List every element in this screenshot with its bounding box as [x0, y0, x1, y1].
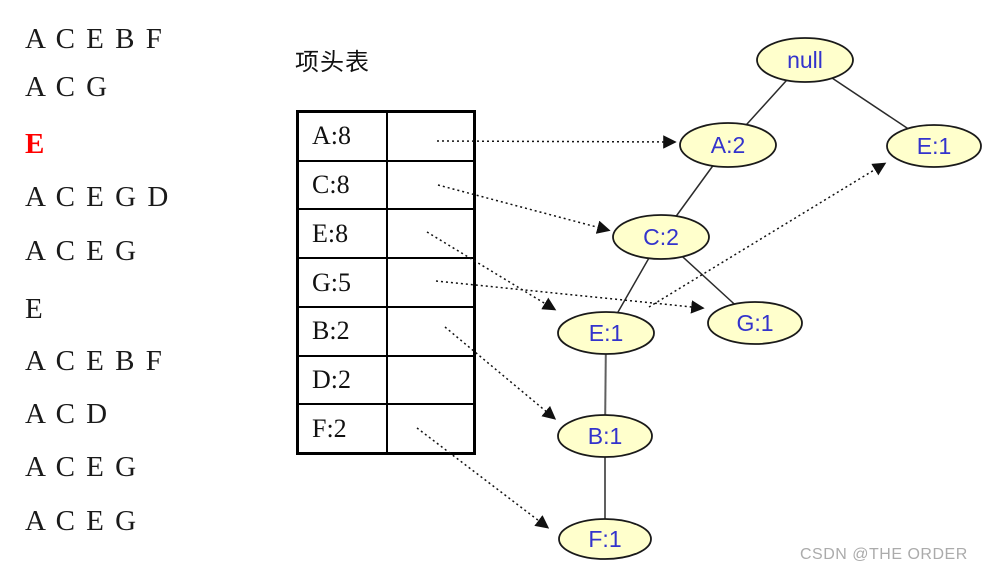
node-label: F:1	[588, 526, 621, 552]
watermark-text: CSDN @THE ORDER	[800, 546, 968, 563]
tree-node-g1: G:1	[707, 301, 803, 345]
item-cell: A:8	[299, 113, 388, 160]
node-label: C:2	[643, 224, 679, 250]
tree-edge-null-e1	[804, 59, 935, 147]
node-ellipse	[679, 122, 777, 168]
transaction-line: E	[25, 293, 45, 325]
item-cell: C:8	[299, 161, 388, 209]
link-cell	[388, 259, 473, 306]
transaction-line: A C E G	[25, 505, 139, 537]
item-cell: E:8	[299, 210, 388, 258]
header-table: A:8 C:8 E:8 G:5 B:2 D:2 F:2	[296, 110, 476, 455]
header-table-row: F:2	[299, 405, 473, 453]
node-ellipse	[886, 124, 982, 168]
item-cell: B:2	[299, 307, 388, 355]
link-cell	[388, 162, 473, 209]
tree-node-f1: F:1	[558, 518, 652, 560]
header-table-title: 项头表	[295, 49, 370, 76]
header-table-row: G:5	[299, 259, 473, 308]
node-ellipse	[756, 37, 854, 83]
tree-nodes: null A:2 E:1 C:2 E:1 G:1	[557, 37, 982, 560]
node-label: E:1	[589, 320, 624, 346]
transaction-line-highlighted: E	[25, 128, 47, 160]
tree-node-null: null	[756, 37, 854, 83]
transaction-line: A C E G	[25, 235, 139, 267]
tree-edge-c2-e1	[605, 236, 662, 334]
transaction-line: A C E G	[25, 451, 139, 483]
tree-node-e1-right: E:1	[886, 124, 982, 168]
transaction-line: A C D	[25, 398, 110, 430]
link-cell	[388, 210, 473, 257]
header-table-row: B:2	[299, 307, 473, 357]
tree-node-c2: C:2	[612, 214, 710, 260]
transaction-line: A C E B F	[25, 23, 164, 55]
header-link-arrows	[416, 135, 887, 529]
link-cell	[388, 357, 473, 404]
tree-edge-e1-b1	[604, 332, 607, 437]
link-cell	[388, 405, 473, 452]
item-cell: G:5	[299, 259, 388, 306]
header-table-row: C:8	[299, 161, 473, 211]
transaction-line: A C E G D	[25, 181, 171, 213]
node-ellipse	[557, 414, 653, 458]
node-label: E:1	[917, 133, 952, 159]
node-ellipse	[612, 214, 710, 260]
item-cell: F:2	[299, 405, 388, 453]
node-ellipse	[558, 518, 652, 560]
tree-edges	[604, 59, 935, 539]
node-ellipse	[557, 311, 655, 355]
link-cell	[388, 113, 473, 160]
transaction-line: A C E B F	[25, 345, 164, 377]
tree-edge-a2-c2	[660, 144, 729, 238]
transaction-list: A C E B F A C G E A C E G D A C E G E A …	[25, 0, 275, 577]
node-label: B:1	[588, 423, 623, 449]
header-table-row: E:8	[299, 210, 473, 260]
tree-node-e1-mid: E:1	[557, 311, 655, 355]
tree-node-b1: B:1	[557, 414, 653, 458]
header-table-row: A:8	[299, 113, 473, 162]
item-cell: D:2	[299, 356, 388, 404]
header-table-row: D:2	[299, 356, 473, 406]
node-ellipse	[707, 301, 803, 345]
node-label: null	[787, 47, 823, 73]
link-cell	[388, 308, 473, 355]
transaction-line: A C G	[25, 71, 110, 103]
tree-node-a2: A:2	[679, 122, 777, 168]
node-label: A:2	[711, 132, 746, 158]
node-link-arrow-e1-e1	[648, 162, 887, 308]
node-label: G:1	[736, 310, 773, 336]
tree-edge-null-a2	[727, 59, 806, 146]
tree-edge-c2-g1	[660, 236, 756, 324]
